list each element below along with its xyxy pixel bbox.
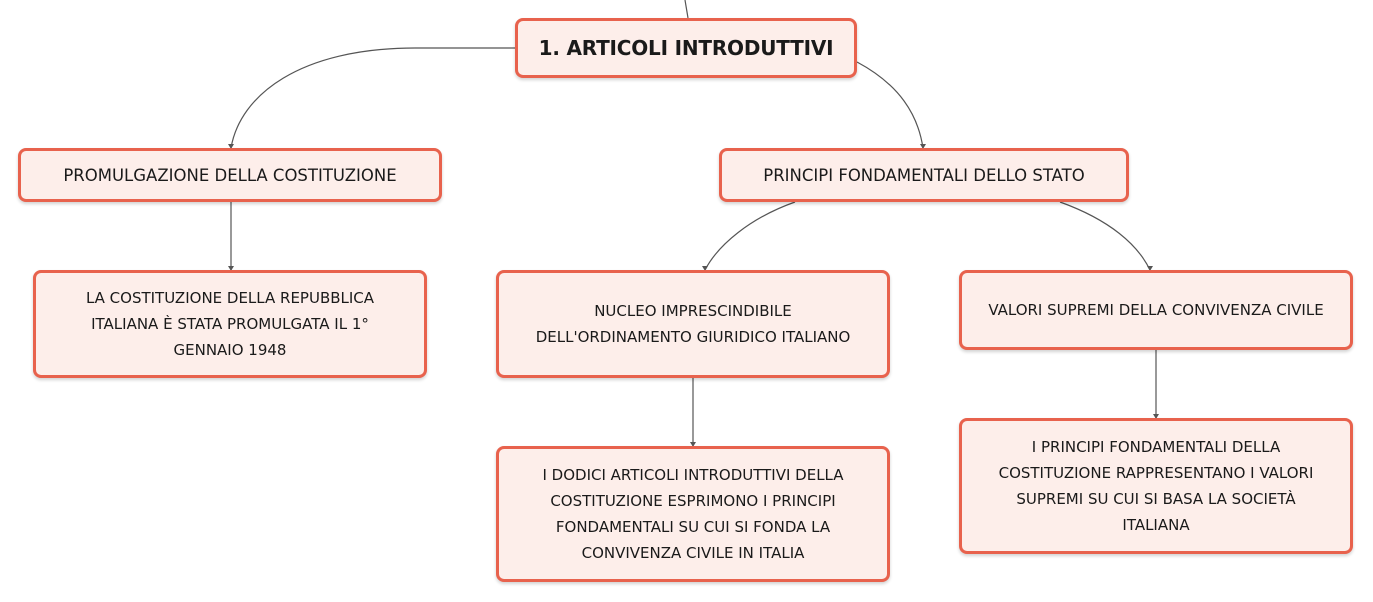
node-costituzione-promulgata-1948[interactable]: LA COSTITUZIONE DELLA REPUBBLICA ITALIAN… — [33, 270, 427, 378]
arrow-head-costituzione — [228, 266, 234, 271]
arrow-head-rappresentano — [1153, 414, 1159, 419]
node-principi-rappresentano-valori[interactable]: I PRINCIPI FONDAMENTALI DELLA COSTITUZIO… — [959, 418, 1353, 554]
node-valori-supremi[interactable]: VALORI SUPREMI DELLA CONVIVENZA CIVILE — [959, 270, 1353, 350]
connector-root-promulgazione — [230, 47, 515, 149]
connector-principi-nucleo — [704, 201, 796, 271]
node-nucleo-imprescindibile[interactable]: NUCLEO IMPRESCINDIBILE DELL'ORDINAMENTO … — [496, 270, 890, 378]
arrow-head-principi — [920, 144, 926, 149]
node-label: I DODICI ARTICOLI INTRODUTTIVI DELLA COS… — [542, 466, 844, 562]
node-articoli-introduttivi[interactable]: 1. ARTICOLI INTRODUTTIVI — [515, 18, 857, 78]
node-label: VALORI SUPREMI DELLA CONVIVENZA CIVILE — [988, 301, 1324, 319]
node-label: 1. ARTICOLI INTRODUTTIVI — [538, 36, 834, 60]
connector-root-parent — [684, 0, 689, 19]
node-dodici-articoli[interactable]: I DODICI ARTICOLI INTRODUTTIVI DELLA COS… — [496, 446, 890, 582]
node-label: I PRINCIPI FONDAMENTALI DELLA COSTITUZIO… — [998, 438, 1314, 534]
node-label: PROMULGAZIONE DELLA COSTITUZIONE — [63, 165, 397, 185]
node-label: NUCLEO IMPRESCINDIBILE DELL'ORDINAMENTO … — [535, 302, 851, 346]
node-principi-fondamentali-dello-stato[interactable]: PRINCIPI FONDAMENTALI DELLO STATO — [719, 148, 1129, 202]
connector-root-principi — [856, 61, 924, 149]
node-promulgazione-della-costituzione[interactable]: PROMULGAZIONE DELLA COSTITUZIONE — [18, 148, 442, 202]
arrow-head-dodici — [690, 442, 696, 447]
arrow-head-promulgazione — [228, 144, 234, 149]
node-label: PRINCIPI FONDAMENTALI DELLO STATO — [763, 165, 1085, 185]
arrow-head-nucleo — [702, 266, 708, 271]
connector-principi-valori — [1059, 201, 1151, 271]
arrow-head-valori — [1147, 266, 1153, 271]
node-label: LA COSTITUZIONE DELLA REPUBBLICA ITALIAN… — [85, 289, 375, 359]
